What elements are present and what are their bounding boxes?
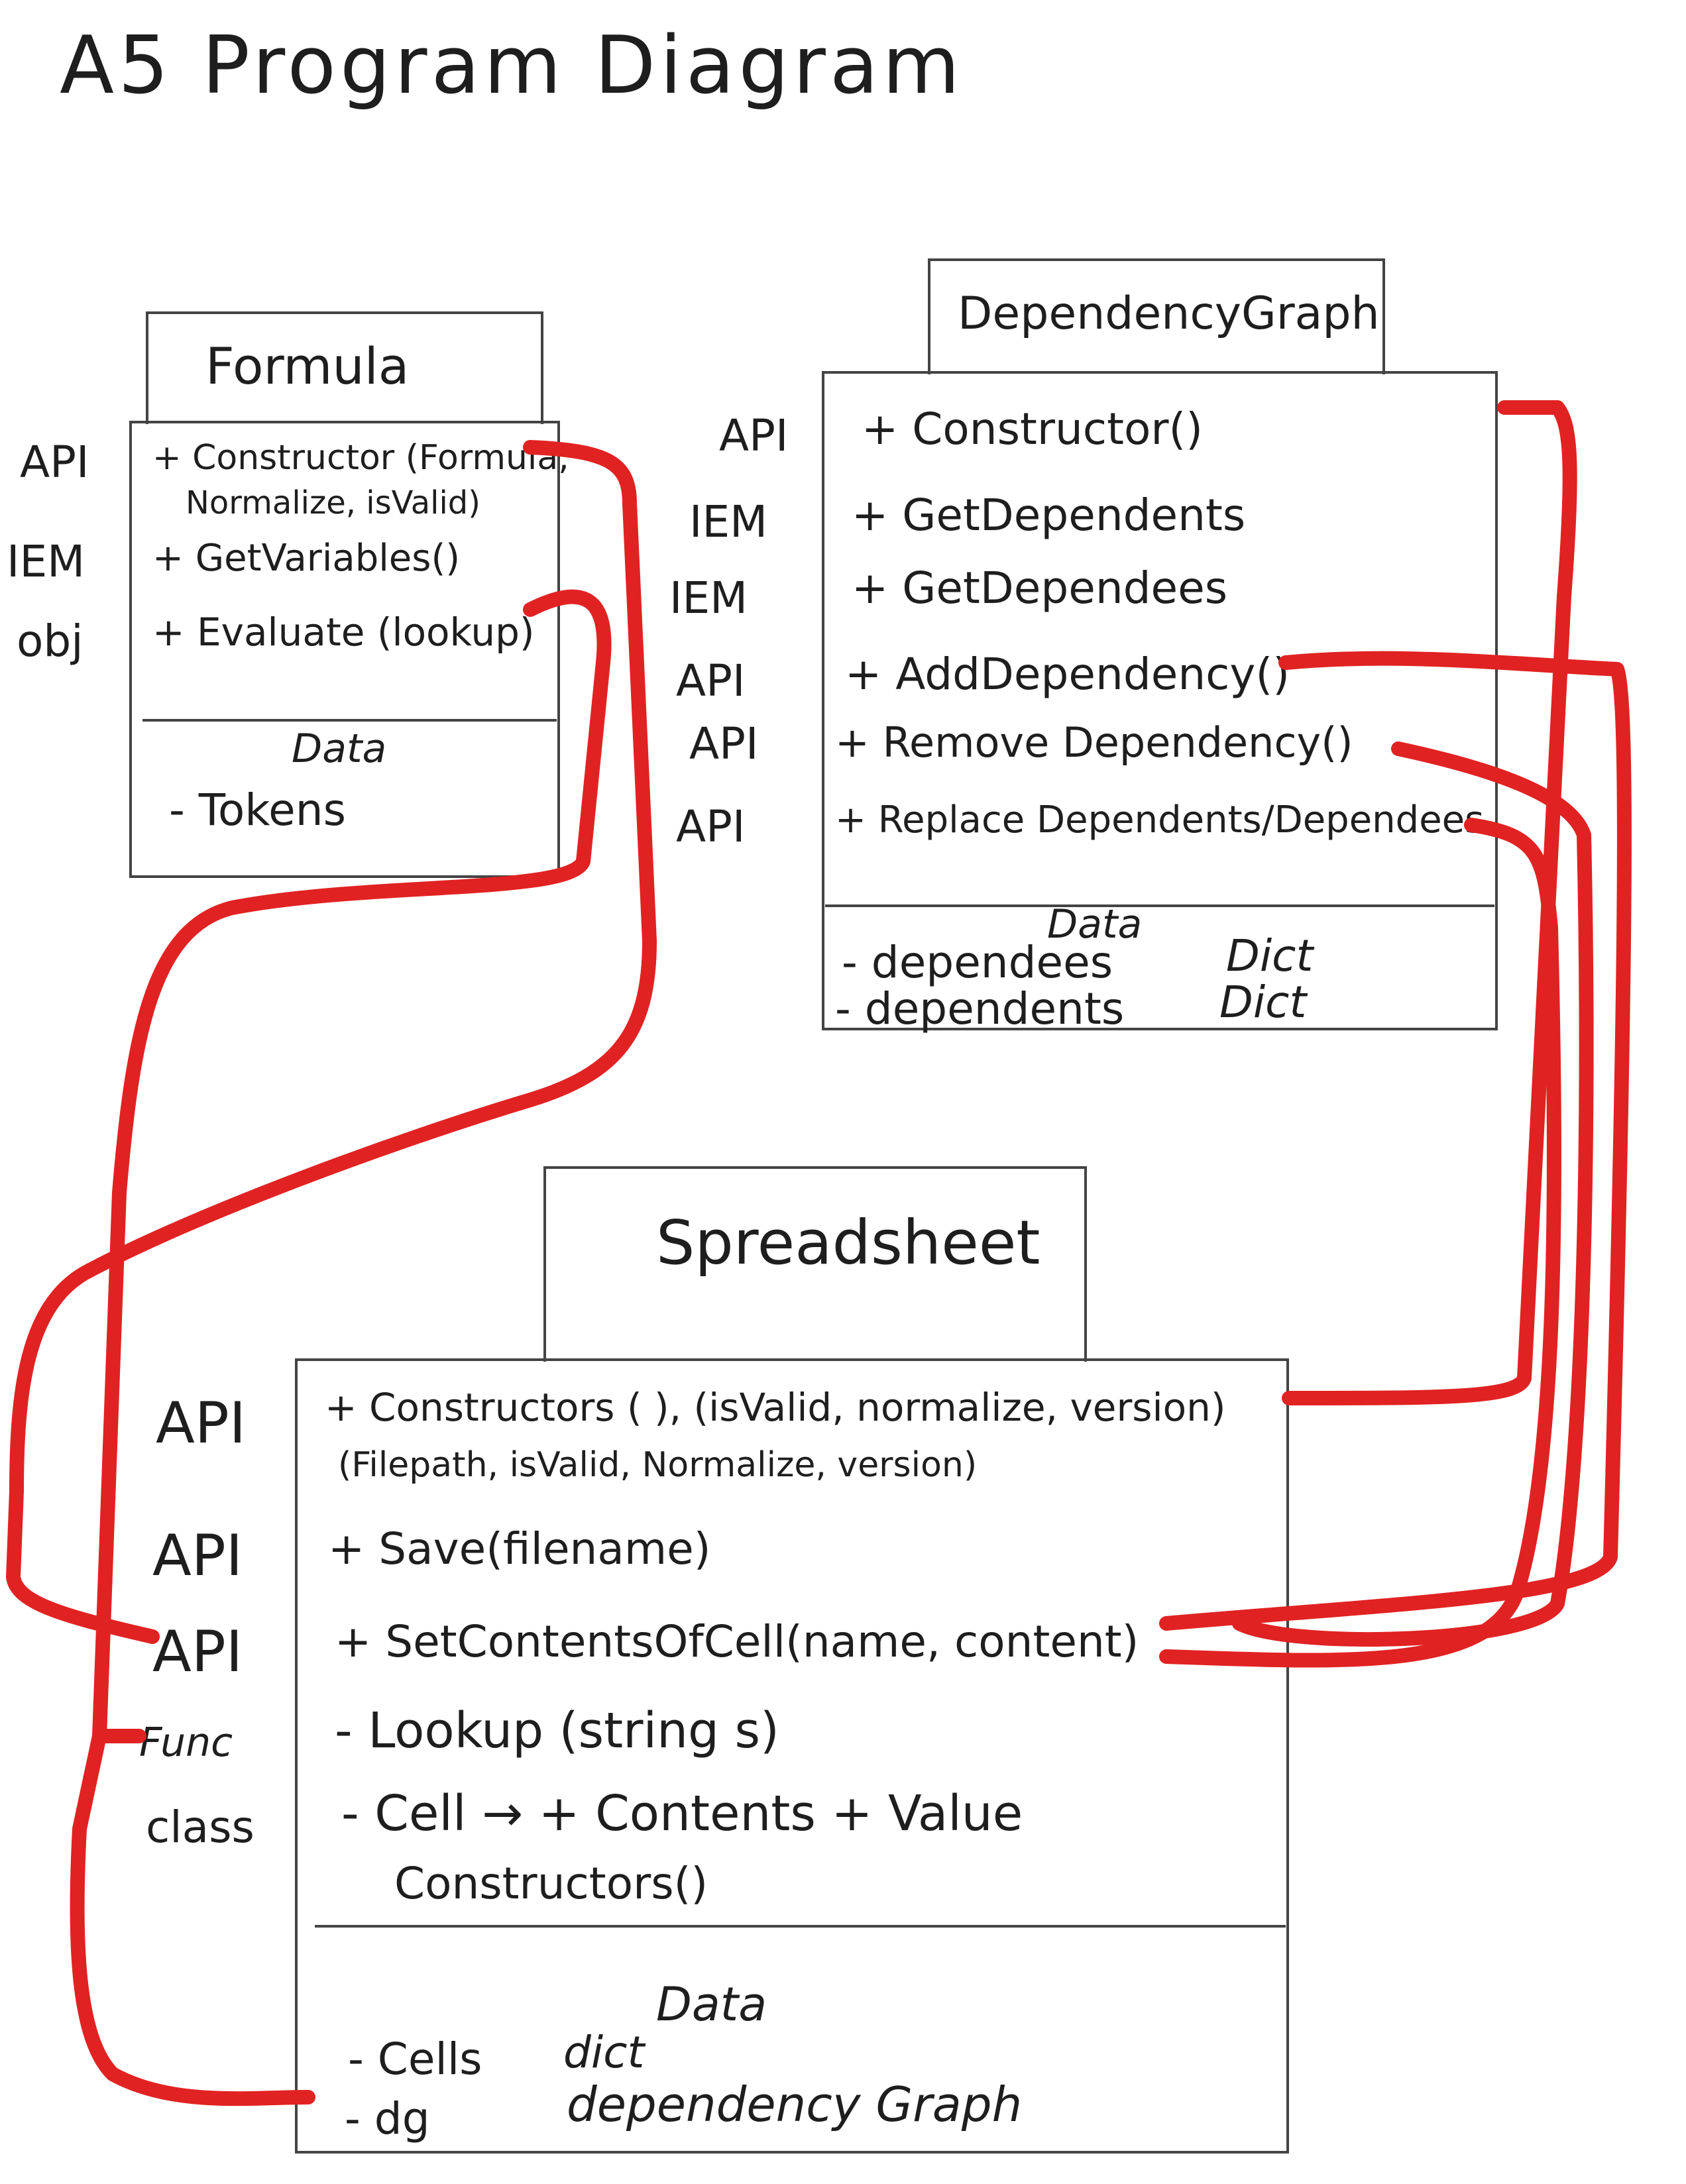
formula-box: [129, 421, 560, 878]
ss-row-0-label: API: [156, 1390, 247, 1456]
dg-row-2-member: + GetDependees: [852, 563, 1228, 614]
spreadsheet-class-name: Spreadsheet: [656, 1207, 1040, 1278]
dg-row-0-label: API: [719, 410, 789, 461]
dg-field-1-name: - dependents: [835, 983, 1125, 1034]
formula-name-tab: [146, 311, 543, 424]
diagram-title: A5 Program Diagram: [60, 20, 964, 112]
dg-row-5-member: + Replace Dependents/Dependees: [835, 798, 1485, 842]
formula-row-0-label: API: [20, 437, 89, 488]
dg-row-1-member: + GetDependents: [852, 490, 1246, 541]
dg-row-5-label: API: [676, 801, 746, 852]
dg-row-3-member: + AddDependency(): [845, 649, 1290, 700]
formula-field-tokens: - Tokens: [169, 785, 346, 836]
link-formula-constructor-to-setcontents: [6, 440, 657, 1644]
ss-row-2-label: API: [152, 1619, 243, 1685]
ss-row-1-member: + Save(filename): [328, 1523, 711, 1574]
ss-row-1-label: API: [152, 1523, 243, 1589]
ss-field-0-type: dict: [563, 2027, 645, 2078]
link-replace-to-setcontents: [1159, 818, 1561, 1668]
dg-field-0-name: - dependees: [842, 937, 1113, 988]
ss-row-0-member-cont: (Filepath, isValid, Normalize, version): [338, 1445, 978, 1485]
ss-row-3-member: - Lookup (string s): [335, 1702, 779, 1759]
formula-class-name: Formula: [205, 337, 410, 396]
dg-row-4-member: + Remove Dependency(): [835, 718, 1353, 767]
formula-row-0-member-cont: Normalize, isValid): [186, 484, 480, 521]
formula-row-0-member: + Constructor (Formula,: [152, 438, 569, 478]
link-formula-evaluate-to-lookup: [92, 589, 612, 1743]
dg-data-header: Data: [1047, 901, 1143, 948]
ss-row-4-member: - Cell → + Contents + Value: [341, 1785, 1023, 1842]
dg-row-4-label: API: [689, 718, 759, 769]
ss-field-1-type: dependency Graph: [567, 2077, 1023, 2132]
formula-row-1-label: IEM: [7, 536, 85, 587]
dependency-graph-box: [822, 371, 1498, 1030]
dg-row-0-member: + Constructor(): [862, 404, 1203, 455]
formula-row-1-member: + GetVariables(): [152, 537, 461, 580]
dg-data-divider: [825, 904, 1494, 907]
formula-data-divider: [142, 719, 557, 722]
spreadsheet-name-tab: [543, 1166, 1087, 1362]
ss-field-1-name: - dg: [345, 2093, 430, 2144]
ss-row-0-member: + Constructors ( ), (isValid, normalize,…: [325, 1385, 1226, 1430]
dependency-graph-name-tab: [928, 258, 1385, 374]
ss-row-2-member: + SetContentsOfCell(name, content): [335, 1616, 1139, 1667]
ss-field-0-name: - Cells: [348, 2034, 482, 2085]
formula-row-2-member: + Evaluate (lookup): [152, 610, 535, 655]
ss-data-divider: [315, 1925, 1286, 1928]
link-removedependency-to-setcontents: [1232, 741, 1594, 1647]
dg-field-0-type: Dict: [1226, 930, 1314, 981]
ss-row-3-label: Func: [139, 1720, 233, 1766]
spreadsheet-box: [295, 1358, 1289, 2154]
dg-row-2-label: IEM: [669, 573, 748, 624]
dg-field-1-type: Dict: [1219, 977, 1307, 1028]
formula-data-header: Data: [292, 726, 387, 772]
ss-row-4-label: class: [146, 1802, 254, 1853]
dependency-graph-class-name: DependencyGraph: [958, 288, 1380, 340]
link-adddependency-to-setcontents: [1159, 651, 1632, 1631]
ss-data-header: Data: [656, 1977, 767, 2032]
formula-row-2-label: obj: [17, 616, 84, 667]
dg-row-1-label: IEM: [689, 496, 768, 547]
link-dg-constructor-to-ss-constructors: [1282, 400, 1577, 1405]
link-func-to-dg-field: [70, 1729, 315, 2106]
ss-row-4-member-cont: Constructors(): [394, 1858, 708, 1909]
dg-row-3-label: API: [676, 655, 746, 706]
